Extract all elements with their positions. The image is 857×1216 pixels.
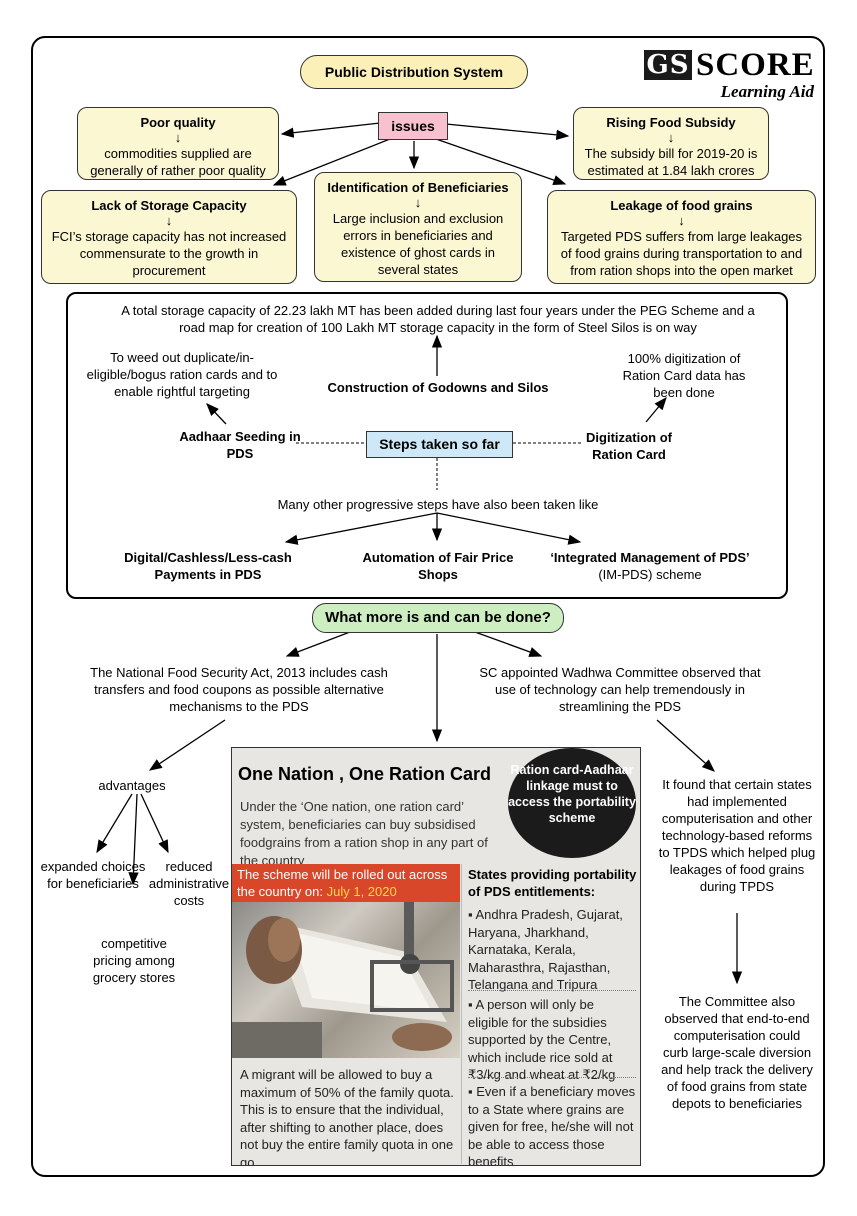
onor-news-clipping: One Nation , One Ration Card Ration card… [231,747,641,1166]
issue-rising-subsidy: Rising Food Subsidy ↓ The subsidy bill f… [573,107,769,180]
issue-title: Rising Food Subsidy [606,115,736,130]
steps-center-tag: Steps taken so far [366,431,513,458]
nfsa-text: The National Food Security Act, 2013 inc… [90,665,388,714]
dotted-separator [468,1077,636,1078]
down-arrow-icon: ↓ [174,130,182,145]
page-frame [31,36,825,1177]
subsidy-bullet: ▪ A person will only be eligible for the… [468,997,616,1082]
other-steps-text: Many other progressive steps have also b… [277,497,599,512]
issues-tag: issues [378,112,448,140]
steps-section [66,292,788,599]
digitization-label: Digitization of Ration Card [586,430,672,462]
states-list: ▪ Andhra Pradesh, Gujarat, Haryana, Jhar… [468,907,623,992]
down-arrow-icon: ↓ [678,213,685,228]
ration-shop-photo [232,902,460,1058]
advantage-choices: expanded choices for beneficiaries [40,859,146,891]
down-arrow-icon: ↓ [414,195,422,210]
down-arrow-icon: ↓ [667,130,675,145]
dotted-separator [468,990,636,991]
gs-score-logo: GS SCORE Learning Aid [644,48,816,104]
free-grains-bullet: ▪ Even if a beneficiary moves to a State… [468,1084,636,1166]
issue-text: commodities supplied are generally of ra… [90,146,266,178]
wadhwa-found-text: It found that certain states had impleme… [658,777,816,894]
digital-payments-label: Digital/Cashless/Less-cash Payments in P… [124,550,292,582]
advantage-pricing: competitive pricing among grocery stores [92,936,176,985]
rollout-banner: The scheme will be rolled out across the… [232,864,460,902]
impds-label: ‘Integrated Management of PDS’ (IM-PDS) … [550,549,750,583]
issue-text: Large inclusion and exclusion errors in … [332,211,504,277]
wadhwa-text: SC appointed Wadhwa Committee observed t… [479,665,761,714]
aadhaar-note: To weed out duplicate/in-eligible/bogus … [86,350,278,399]
aadhaar-linkage-badge: Ration card-Aadhaar linkage must to acce… [508,748,636,858]
issue-leakage: Leakage of food grains ↓ Targeted PDS su… [547,190,816,284]
issue-title: Leakage of food grains [610,198,753,213]
issue-identification: Identification of Beneficiaries ↓ Large … [314,172,522,282]
down-arrow-icon: ↓ [165,213,173,228]
advantage-costs: reduced administrative costs [148,859,230,908]
issue-text: Targeted PDS suffers from large leakages… [560,229,803,278]
what-more-heading: What more is and can be done? [312,603,564,633]
impds-rest-text: (IM-PDS) scheme [598,567,702,582]
ration-photo-illustration [232,902,454,1058]
issue-text: FCI’s storage capacity has not increased… [51,229,287,278]
issue-title: Identification of Beneficiaries [327,180,509,195]
states-heading: States providing portability of PDS enti… [468,867,637,899]
issue-poor-quality: Poor quality ↓ commodities supplied are … [77,107,279,180]
migrant-text: A migrant will be allowed to buy a maxim… [240,1067,454,1166]
rollout-text: The scheme will be rolled out across the… [237,867,448,899]
wadhwa-also-text: The Committee also observed that end-to-… [661,994,813,1111]
rollout-date: July 1, 2020 [326,884,397,899]
storage-note: A total storage capacity of 22.23 lakh M… [121,303,755,335]
column-divider [461,864,462,1164]
logo-tagline: Learning Aid [720,82,814,101]
advantages-label: advantages [98,778,166,793]
page-title: Public Distribution System [300,55,528,89]
digitization-note: 100% digitization of Ration Card data ha… [622,351,746,400]
logo-gs-block: GS [644,50,692,80]
impds-bold-text: ‘Integrated Management of PDS’ [550,550,750,565]
godowns-label: Construction of Godowns and Silos [327,380,549,395]
onor-title: One Nation , One Ration Card [238,764,492,784]
onor-intro: Under the ‘One nation, one ration card’ … [240,799,488,868]
logo-score-text: SCORE [696,47,815,83]
automation-label: Automation of Fair Price Shops [362,550,514,582]
issue-storage: Lack of Storage Capacity ↓ FCI’s storage… [41,190,297,284]
issue-title: Lack of Storage Capacity [91,198,247,213]
aadhaar-label: Aadhaar Seeding in PDS [179,429,301,461]
issue-text: The subsidy bill for 2019-20 is estimate… [584,146,758,178]
issue-title: Poor quality [140,115,216,130]
